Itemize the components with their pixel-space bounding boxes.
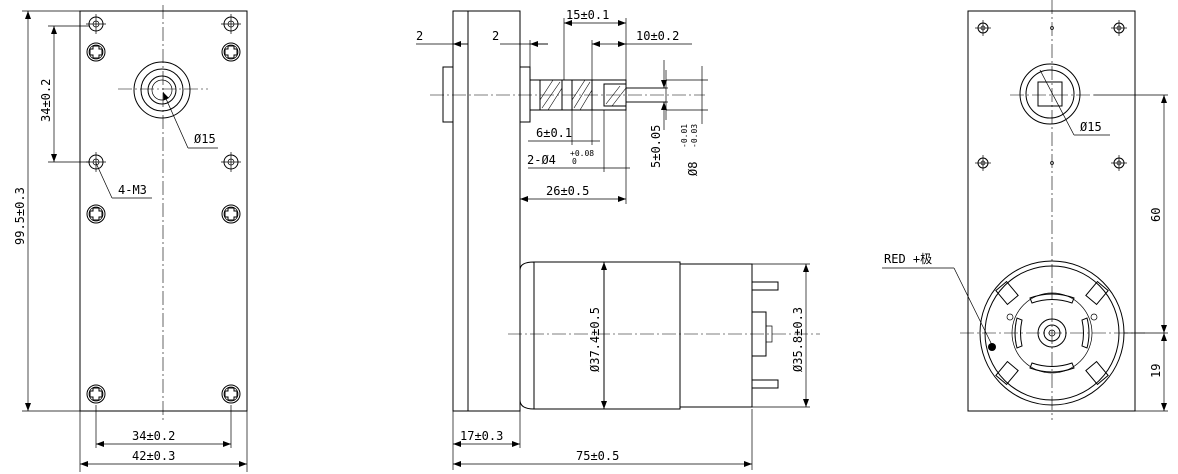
rear-hole-1: [975, 20, 991, 36]
dim-2-left: 2: [416, 29, 423, 43]
dim-15: 15±0.1: [566, 8, 609, 22]
end-cap-dia-label: Ø35.8±0.3: [791, 307, 805, 372]
phillips-screw-4: [221, 204, 241, 224]
width-dimension: 42±0.3: [132, 449, 175, 463]
rear-hole-2: [1111, 20, 1127, 36]
phillips-screw-6: [221, 384, 241, 404]
dim-26: 26±0.5: [546, 184, 589, 198]
rear-shaft-dia-label: Ø15: [1080, 120, 1102, 134]
gearbox-front-outline: [79, 10, 248, 412]
height-dimension: 99.5±0.3: [13, 187, 27, 245]
phillips-screw-3: [86, 204, 106, 224]
hole-spacing-horizontal-dim: 34±0.2: [132, 429, 175, 443]
screw-top-left: [86, 14, 106, 34]
dim-75: 75±0.5: [576, 449, 619, 463]
mount-hole-mid-right: [221, 152, 241, 172]
phillips-screw-2: [221, 42, 241, 62]
phillips-screw-1: [86, 42, 106, 62]
dim-19: 19: [1149, 364, 1163, 378]
screw-top-right: [221, 14, 241, 34]
screw-spec-label: 4-M3: [118, 183, 147, 197]
pole-label: RED +极: [884, 252, 932, 266]
keyhole-tol-upper: +0.08: [570, 149, 594, 158]
keyhole-tol-lower: 0: [572, 157, 577, 166]
hole-spacing-vertical-dim: 34±0.2: [39, 79, 53, 122]
front-shaft-dia-label: Ø15: [194, 132, 216, 146]
gearbox-side-outline: [452, 10, 521, 412]
gearbox-rear-outline: [967, 10, 1136, 412]
front-view: Ø15 4-M3 99.5±0.3 34±0.2 34±0.2 42±0.3: [13, 5, 248, 472]
side-view: 2 2 15±0.1 10±0.2 6±0.1 2-Ø4 +0.08 0 5±0…: [416, 8, 820, 470]
dim-10: 10±0.2: [636, 29, 679, 43]
shaft-dia-label: Ø8: [686, 162, 700, 176]
phillips-screw-5: [86, 384, 106, 404]
rear-hole-4: [1111, 155, 1127, 171]
dim-60: 60: [1149, 208, 1163, 222]
dim-17: 17±0.3: [460, 429, 503, 443]
shaft-tol-lower: -0.03: [690, 124, 699, 148]
shaft-tol-upper: -0.01: [680, 124, 689, 148]
motor-dia-label: Ø37.4±0.5: [588, 307, 602, 372]
keyhole-label: 2-Ø4: [527, 153, 556, 167]
rear-hole-3: [975, 155, 991, 171]
dim-6: 6±0.1: [536, 126, 572, 140]
rear-shaft-boss: [1019, 63, 1081, 125]
motor-body: [519, 261, 779, 410]
rear-view: Ø15 RED +极 60: [882, 0, 1168, 420]
output-shaft-boss: [133, 61, 191, 119]
dim-2-right: 2: [492, 29, 499, 43]
dim-5: 5±0.05: [649, 125, 663, 168]
